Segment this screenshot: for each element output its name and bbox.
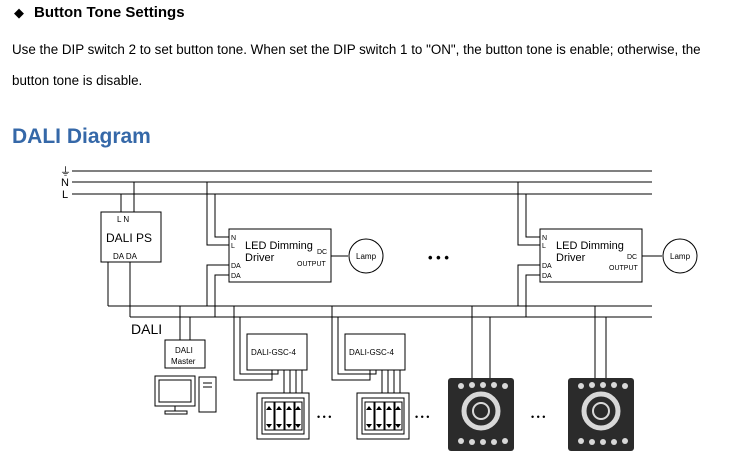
- dali-ps-title: DALI PS: [106, 231, 152, 245]
- gsc-ellipsis-2: • • •: [415, 412, 429, 422]
- driver-2-title-line1: LED Dimming: [556, 240, 624, 252]
- dali-bus-label: DALI: [131, 321, 162, 337]
- switch-panel-icon: [356, 392, 410, 440]
- driver-1-dc: DC: [317, 249, 327, 256]
- dali-gsc-4-box-2: [344, 333, 406, 371]
- driver-1-title-line2: Driver: [245, 252, 275, 264]
- dali-master-line1: DALI: [175, 346, 193, 355]
- driver-2-terminal-l: L: [542, 243, 546, 250]
- switch-panel-icon: [256, 392, 310, 440]
- lamp-circle-1: [348, 238, 384, 274]
- paragraph-line-2: button tone is disable.: [12, 73, 143, 88]
- diagram-title: DALI Diagram: [12, 125, 151, 148]
- gsc-ellipsis-1: • • •: [317, 412, 331, 422]
- computer-icon: [154, 375, 217, 415]
- switch-arrow-marks: [266, 406, 401, 428]
- driver-2-terminal-n: N: [542, 235, 547, 242]
- driver-2-dc: DC: [627, 254, 637, 261]
- dali-ps-top-terminals: L N: [117, 215, 129, 224]
- dali-gsc-4-label-1: DALI-GSC-4: [251, 348, 296, 357]
- lamp-circle-2: [662, 238, 698, 274]
- section-heading: ◆ Button Tone Settings: [14, 4, 185, 21]
- live-label: L: [62, 189, 68, 201]
- driver-1-title-line1: LED Dimming: [245, 240, 313, 252]
- driver-2-terminal-da-1: DA: [542, 263, 552, 270]
- section-heading-text: Button Tone Settings: [34, 4, 185, 21]
- dali-ps-box: [100, 211, 162, 263]
- neutral-label: N: [61, 177, 69, 189]
- panel-ellipsis: • • •: [531, 412, 545, 422]
- paragraph-line-1: Use the DIP switch 2 to set button tone.…: [12, 42, 701, 57]
- driver-1-terminal-da-2: DA: [231, 273, 241, 280]
- driver-1-terminal-n: N: [231, 235, 236, 242]
- driver-1-terminal-l: L: [231, 243, 235, 250]
- touch-dimmer-panel-icon: [448, 378, 514, 451]
- dali-master-box: [164, 339, 206, 369]
- driver-2-title-line2: Driver: [556, 252, 586, 264]
- driver-1-terminal-da-1: DA: [231, 263, 241, 270]
- dali-ps-bottom-terminals: DA DA: [113, 252, 138, 261]
- touch-dimmer-panel-icon: [568, 378, 634, 451]
- lamp-label-2: Lamp: [670, 252, 691, 261]
- ground-label: ⏚: [60, 165, 71, 178]
- driver-2-output: OUTPUT: [609, 265, 639, 272]
- dali-gsc-4-box-1: [246, 333, 308, 371]
- dali-gsc-4-label-2: DALI-GSC-4: [349, 348, 394, 357]
- drivers-ellipsis: • • •: [428, 250, 449, 265]
- driver-2-terminal-da-2: DA: [542, 273, 552, 280]
- dali-master-line2: Master: [171, 357, 196, 366]
- lamp-label-1: Lamp: [356, 252, 377, 261]
- driver-1-output: OUTPUT: [297, 261, 327, 268]
- diamond-bullet-icon: ◆: [14, 5, 24, 20]
